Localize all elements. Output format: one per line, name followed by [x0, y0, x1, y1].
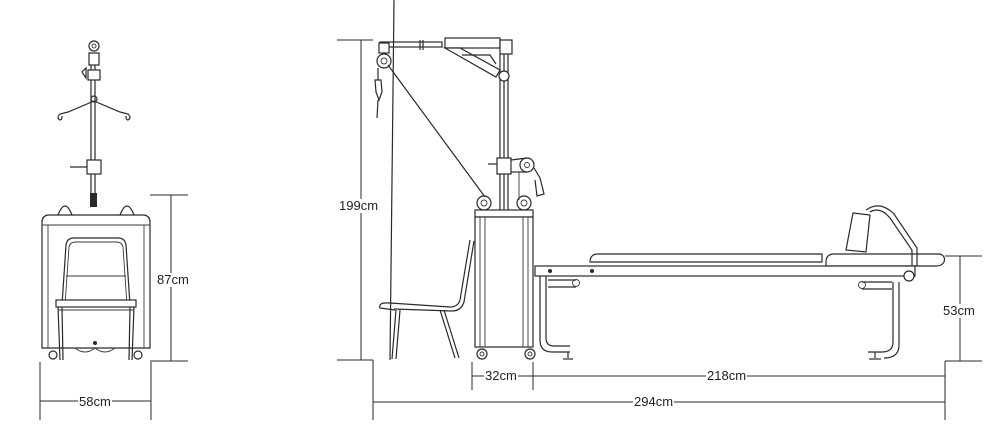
dimension-table-height: 53cm [942, 303, 976, 318]
dimension-total-height: 199cm [338, 198, 380, 213]
dimension-table-length: 218cm [706, 368, 748, 383]
dimension-front-width: 58cm [78, 394, 112, 409]
side-view [337, 0, 982, 420]
front-view [39, 40, 188, 420]
dimension-total-length: 294cm [633, 394, 675, 409]
dimension-column-depth: 32cm [484, 368, 518, 383]
dimension-front-height: 87cm [156, 272, 190, 287]
